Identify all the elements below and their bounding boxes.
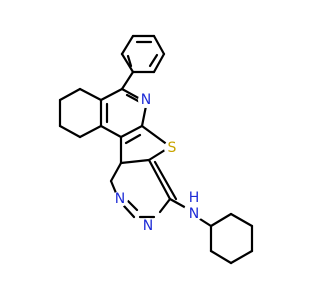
atom-nitrogen-pyrimidine-left: N (112, 191, 128, 207)
bond (153, 160, 178, 201)
bond (125, 93, 142, 104)
atom-nitrogen-pyridine: N (138, 92, 154, 108)
bond (78, 87, 103, 102)
bond (58, 87, 82, 102)
atom-label-n: N (143, 218, 153, 234)
bond (78, 124, 103, 139)
chemical-structure-diagram: S N N N N H (58, 34, 254, 265)
bond (209, 212, 233, 228)
atom-label-h: H (189, 190, 200, 206)
atom-nitrogen-pyrimidine-bottom: N (140, 218, 156, 234)
bond (148, 53, 159, 68)
bond (99, 87, 124, 102)
bond (229, 249, 254, 265)
atom-label-n: N (189, 206, 199, 222)
bonds-layer (58, 34, 254, 265)
bond (124, 133, 142, 145)
bond (119, 158, 151, 165)
bond (120, 34, 135, 56)
bond (209, 249, 233, 265)
bond (109, 179, 118, 195)
atom-label-n: N (141, 92, 151, 108)
bond (119, 124, 144, 139)
bond (140, 104, 148, 128)
bond (147, 158, 172, 201)
bond (109, 161, 123, 183)
atom-sulfur: S (164, 140, 180, 156)
bond (120, 52, 135, 74)
bond (198, 217, 213, 228)
bond (126, 199, 139, 212)
bond (152, 52, 166, 74)
bond (152, 34, 166, 56)
atom-labels-layer: S N N N N H (112, 92, 204, 234)
bond (120, 70, 135, 91)
bond (158, 197, 172, 214)
atom-amine-nh: N H (184, 190, 204, 222)
bond (58, 124, 82, 139)
bond (147, 148, 167, 162)
atom-label-s: S (168, 140, 177, 156)
bond (229, 212, 254, 228)
bond (122, 204, 136, 219)
bond (126, 54, 133, 68)
atom-label-n: N (115, 191, 125, 207)
bond (99, 124, 123, 139)
